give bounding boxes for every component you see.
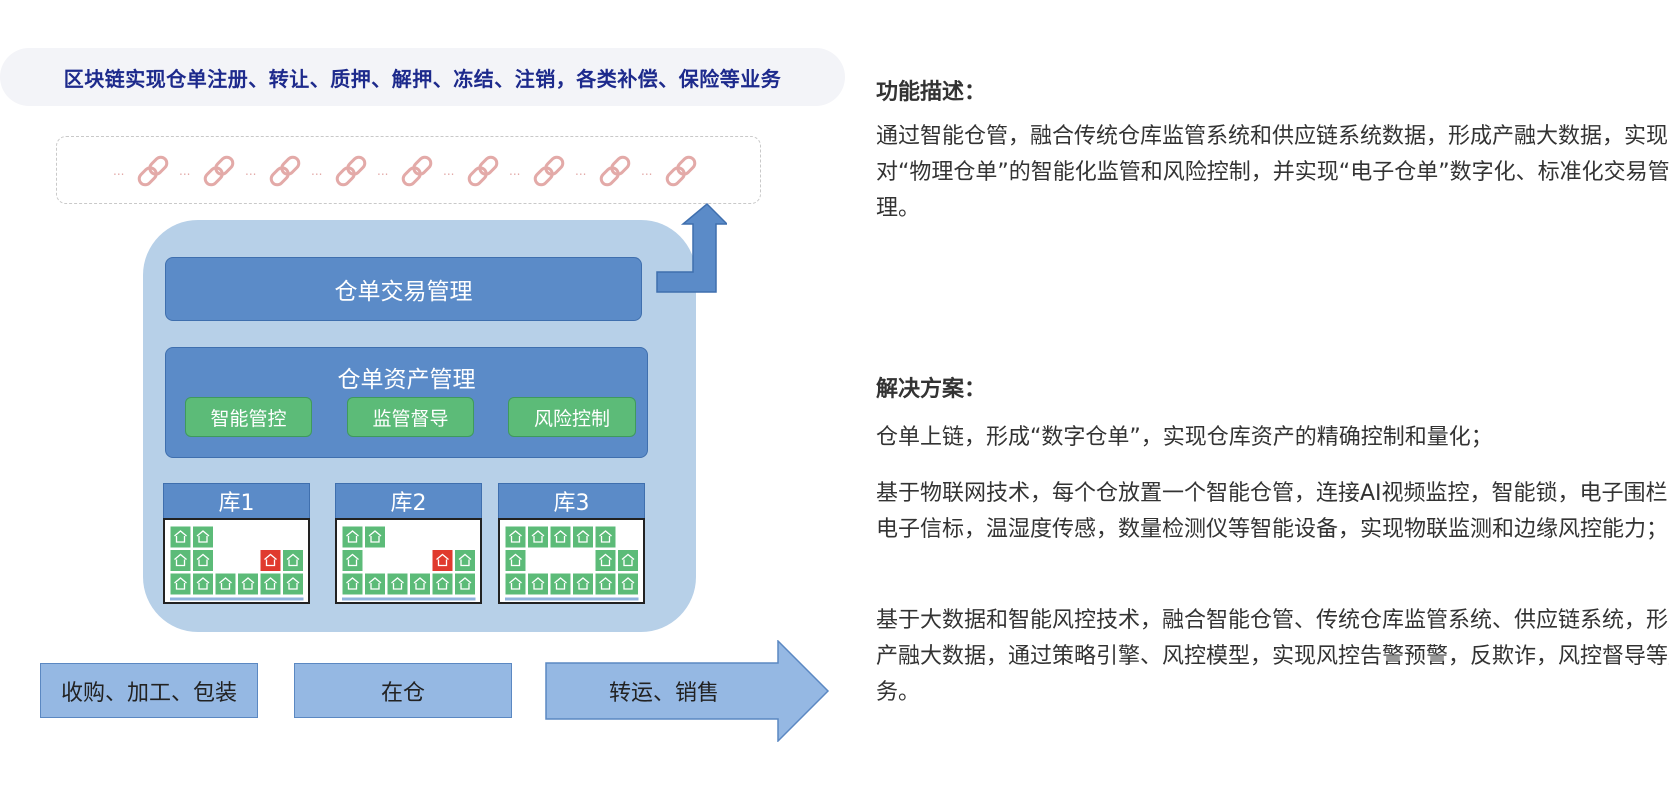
chain-dots: ...: [179, 164, 190, 178]
flow-step-purchase: 收购、加工、包装: [40, 663, 258, 718]
solution-heading: 解决方案：: [876, 377, 987, 402]
chain-link-icon: [533, 155, 565, 187]
warehouse-1-grid: [169, 525, 304, 601]
warehouse-slot: [594, 549, 617, 572]
warehouse-slot: [527, 572, 549, 596]
warehouse-slot: [259, 572, 282, 596]
warehouse-slot: [504, 525, 527, 549]
warehouse-slot: [431, 572, 454, 596]
asset-management-label: 仓单资产管理: [337, 367, 476, 393]
warehouse-slot-alert: [431, 549, 454, 572]
solution-item-1: 仓单上链，形成“数字仓单”，实现仓库资产的精确控制和量化；: [876, 425, 1493, 450]
blockchain-banner: 区块链实现仓单注册、转让、质押、解押、冻结、注销，各类补偿、保险等业务: [0, 48, 845, 106]
flow-step-transport: 转运、销售: [608, 680, 719, 706]
warehouse-slot: [169, 572, 192, 596]
warehouse-2-body: [335, 518, 482, 604]
warehouse-slot: [364, 572, 386, 596]
chain-dots: ...: [641, 164, 652, 178]
warehouse-slot: [341, 525, 364, 549]
trade-management-bar: 仓单交易管理: [165, 257, 642, 321]
chain-dots: ...: [245, 164, 256, 178]
chip-smart-control: 智能管控: [185, 397, 312, 437]
chain-link-icon: [269, 155, 301, 187]
chain-link-icon: [665, 155, 697, 187]
warehouse-slot: [454, 572, 476, 596]
chain-link-icon: [599, 155, 631, 187]
warehouse-slot: [341, 572, 364, 596]
chain-link-icon: [467, 155, 499, 187]
chain-dots: ...: [575, 164, 586, 178]
warehouse-slot: [214, 572, 237, 596]
warehouse-slot: [169, 549, 192, 572]
trade-management-label: 仓单交易管理: [334, 279, 473, 305]
chain-link-icon: [401, 155, 433, 187]
upload-arrow-icon: [656, 202, 727, 293]
warehouse-2-header: 库2: [335, 483, 482, 519]
function-text: 通过智能仓管，融合传统仓库监管系统和供应链系统数据，形成产融大数据，实现对“物理…: [876, 124, 1669, 221]
chain-dots: ...: [113, 164, 124, 178]
warehouse-slot: [594, 572, 617, 596]
warehouse-slot: [504, 549, 527, 572]
warehouse-3-body: [498, 518, 645, 604]
warehouse-slot: [549, 525, 572, 549]
warehouse-slot-alert: [259, 549, 282, 572]
function-heading: 功能描述：: [876, 80, 987, 105]
warehouse-floor: [170, 597, 304, 601]
warehouse-slot: [282, 549, 304, 572]
warehouse-slot: [617, 572, 639, 596]
solution-item-3: 基于大数据和智能风控技术，融合智能仓管、传统仓库监管系统、供应链系统，形成产融大…: [876, 608, 1669, 705]
chain-dots: ...: [509, 164, 520, 178]
flow-step-storage: 在仓: [294, 663, 512, 718]
chain-dots: ...: [311, 164, 322, 178]
chip-risk-control: 风险控制: [508, 397, 636, 437]
warehouse-slot: [282, 572, 304, 596]
warehouse-3-header: 库3: [498, 483, 645, 519]
warehouse-slot: [549, 572, 572, 596]
flow-arrow-shape: [545, 640, 830, 742]
warehouse-slot: [386, 572, 409, 596]
warehouse-slot: [237, 572, 259, 596]
warehouse-slot: [192, 572, 214, 596]
warehouse-1-header: 库1: [163, 483, 310, 519]
solution-item-2: 基于物联网技术，每个仓放置一个智能仓管，连接AI视频监控，智能锁，电子围栏，电子…: [876, 481, 1669, 542]
warehouse-slot: [504, 572, 527, 596]
chain-dots: ...: [443, 164, 454, 178]
warehouse-slot: [572, 572, 594, 596]
warehouse-slot: [192, 549, 214, 572]
warehouse-slot: [454, 549, 476, 572]
warehouse-slot: [169, 525, 192, 549]
chain-link-icon: [335, 155, 367, 187]
warehouse-floor: [505, 597, 639, 601]
warehouse-3-grid: [504, 525, 639, 601]
warehouse-slot: [572, 525, 594, 549]
warehouse-slot: [341, 549, 364, 572]
warehouse-1-body: [163, 518, 310, 604]
warehouse-slot: [364, 525, 386, 549]
chain-link-icon: [137, 155, 169, 187]
warehouse-slot: [409, 572, 431, 596]
warehouse-slot: [594, 525, 617, 549]
chain-link-icon: [203, 155, 235, 187]
warehouse-slot: [617, 549, 639, 572]
chip-supervision: 监管督导: [347, 397, 474, 437]
warehouse-2-grid: [341, 525, 476, 601]
warehouse-floor: [342, 597, 476, 601]
chain-dots: ...: [377, 164, 388, 178]
warehouse-slot: [192, 525, 214, 549]
chain-links-graphic: ...........................: [113, 155, 697, 187]
warehouse-slot: [527, 525, 549, 549]
blockchain-chain-strip: ...........................: [56, 136, 761, 204]
banner-text: 区块链实现仓单注册、转让、质押、解押、冻结、注销，各类补偿、保险等业务: [63, 66, 782, 91]
